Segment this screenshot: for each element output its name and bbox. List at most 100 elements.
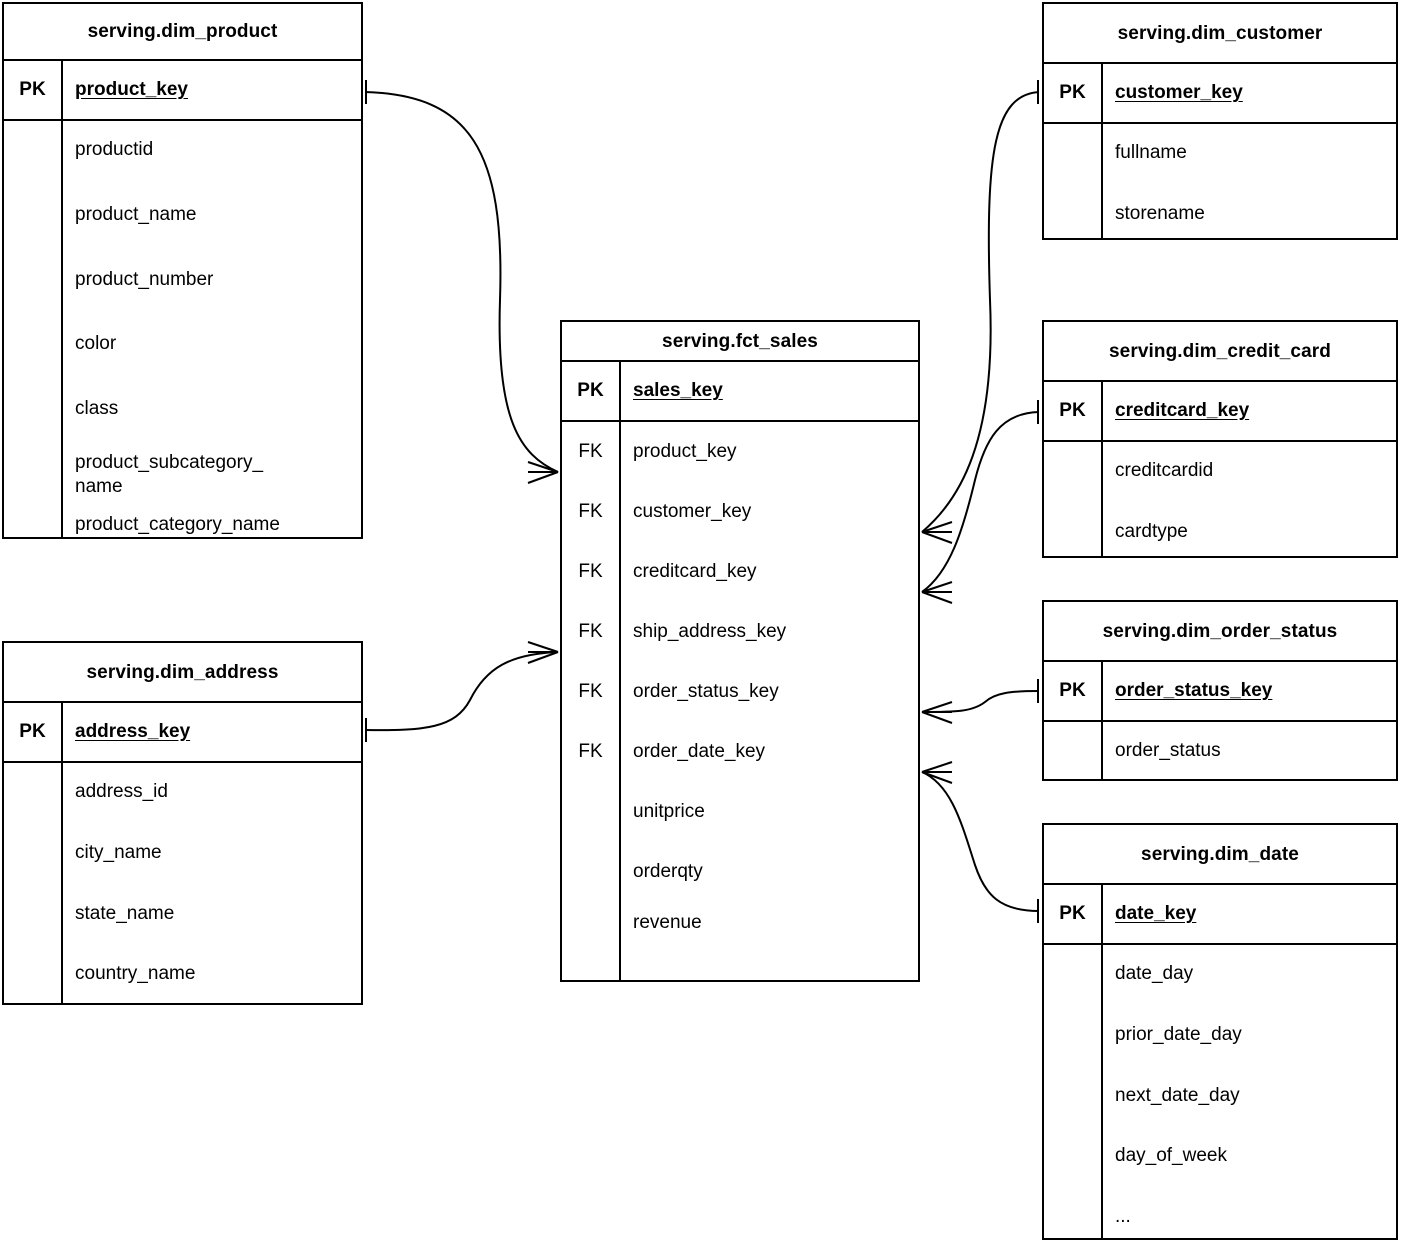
key-marker: PK [562,362,621,420]
relationship-line [921,411,1040,593]
primary-key-row[interactable]: PK customer_key [1044,64,1396,124]
attribute-item: order_status [1115,740,1221,761]
field-name: revenue [633,912,702,933]
attribute-item: product_number [75,268,214,290]
foreign-key-row[interactable]: FK order_status_key [562,662,918,722]
key-marker: PK [1044,382,1103,440]
relationship-address [364,641,559,742]
entity-title: serving.dim_product [4,4,361,61]
relationship-order-status [921,679,1040,724]
measure-row: revenue [562,902,918,980]
attribute-item: city_name [75,841,162,863]
entity-dim-order-status[interactable]: serving.dim_order_status PK order_status… [1042,600,1398,781]
relationship-line [921,91,1040,533]
key-field-name: order_status_key [1115,680,1273,701]
crow-foot-many [921,701,953,724]
field-name: customer_key [633,501,752,522]
attribute-block: date_day prior_date_day next_date_day da… [1044,945,1396,1238]
attribute-block: fullname storename [1044,124,1396,238]
foreign-key-row[interactable]: FK customer_key [562,482,918,542]
crow-foot-many [921,521,953,544]
key-gutter [1044,945,1103,1238]
field-name: creditcard_key [633,561,757,582]
field-name: unitprice [633,801,705,822]
primary-key-row[interactable]: PK product_key [4,61,361,121]
primary-key-row[interactable]: PK creditcard_key [1044,382,1396,442]
entity-title: serving.dim_customer [1044,4,1396,64]
key-gutter [4,763,63,1003]
key-marker: FK [562,422,621,482]
attribute-item: fullname [1115,142,1187,163]
attribute-item: product_name [75,203,197,225]
measure-row: orderqty [562,842,918,902]
attribute-item: ... [1115,1206,1131,1227]
primary-key-row[interactable]: PK address_key [4,703,361,763]
foreign-key-row[interactable]: FK ship_address_key [562,602,918,662]
attribute-list: fullname storename [1103,124,1396,238]
attribute-item: creditcardid [1115,460,1214,481]
field-name: ship_address_key [633,621,787,642]
attribute-block: productid product_name product_number co… [4,121,361,537]
relationship-product [364,80,559,484]
attribute-item: productid [75,139,154,160]
foreign-key-row[interactable]: FK creditcard_key [562,542,918,602]
key-marker: FK [562,722,621,782]
crow-foot-many [921,581,953,604]
key-marker: FK [562,602,621,662]
attribute-item: next_date_day [1115,1084,1240,1106]
key-gutter [1044,124,1103,238]
key-marker: PK [4,61,63,119]
key-field-name: creditcard_key [1115,400,1250,421]
entity-dim-date[interactable]: serving.dim_date PK date_key date_day pr… [1042,823,1398,1240]
key-marker: PK [1044,885,1103,943]
attribute-item: state_name [75,902,175,924]
relationship-line [921,771,1040,912]
crow-foot-many [921,761,953,784]
key-gutter [562,842,621,902]
key-marker: FK [562,662,621,722]
entity-dim-address[interactable]: serving.dim_address PK address_key addre… [2,641,363,1005]
entity-title: serving.dim_credit_card [1044,322,1396,382]
entity-fct-sales[interactable]: serving.fct_sales PK sales_key FK produc… [560,320,920,982]
foreign-key-row[interactable]: FK product_key [562,422,918,482]
attribute-item: product_subcategory_ name [75,451,264,497]
relationship-date [921,761,1040,923]
entity-dim-customer[interactable]: serving.dim_customer PK customer_key ful… [1042,2,1398,240]
key-field-name: customer_key [1115,82,1243,103]
key-gutter [562,782,621,842]
entity-dim-product[interactable]: serving.dim_product PK product_key produ… [2,2,363,539]
primary-key-row[interactable]: PK order_status_key [1044,662,1396,722]
attribute-block: address_id city_name state_name country_… [4,763,361,1003]
key-field-name: address_key [75,721,191,742]
key-marker: FK [562,482,621,542]
attribute-block: order_status [1044,722,1396,779]
attribute-item: prior_date_day [1115,1023,1242,1045]
key-gutter [4,121,63,537]
key-field-name: product_key [75,79,188,100]
key-gutter [562,902,621,980]
attribute-item: country_name [75,963,196,985]
key-marker: PK [4,703,63,761]
entity-title: serving.fct_sales [562,322,918,362]
entity-title: serving.dim_date [1044,825,1396,885]
field-name: order_status_key [633,681,779,702]
relationship-line [364,91,559,473]
entity-title: serving.dim_address [4,643,361,703]
entity-dim-credit-card[interactable]: serving.dim_credit_card PK creditcard_ke… [1042,320,1398,558]
key-gutter [1044,442,1103,556]
relationship-line [364,651,559,732]
foreign-key-row[interactable]: FK order_date_key [562,722,918,782]
primary-key-row[interactable]: PK sales_key [562,362,918,422]
key-marker: FK [562,542,621,602]
measure-row: unitprice [562,782,918,842]
field-name: product_key [633,441,737,462]
crow-foot-many [527,641,559,664]
attribute-list: address_id city_name state_name country_… [63,763,361,1003]
primary-key-row[interactable]: PK date_key [1044,885,1396,945]
attribute-item: class [75,398,119,419]
key-marker: PK [1044,64,1103,122]
crow-foot-many [527,461,559,484]
attribute-block: creditcardid cardtype [1044,442,1396,556]
attribute-item: storename [1115,202,1205,224]
field-name: orderqty [633,861,703,882]
